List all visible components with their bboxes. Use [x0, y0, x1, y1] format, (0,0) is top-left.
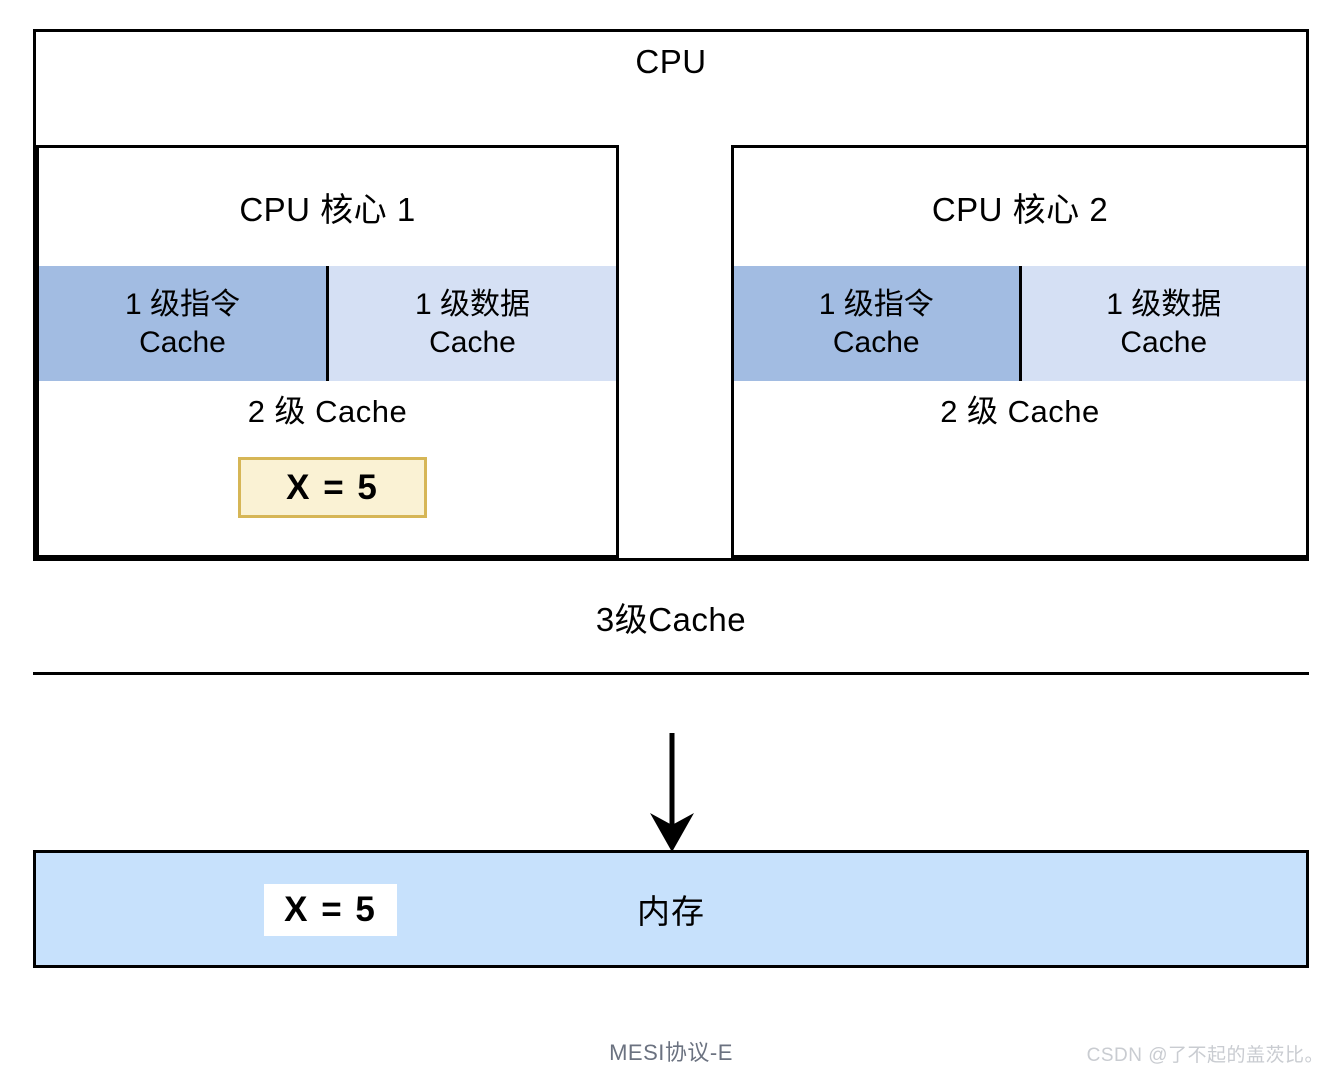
l3-cache-label: 3级Cache: [595, 600, 747, 638]
cpu-core-2: CPU 核心 2 1 级指令 Cache 1 级数据 Cache 2 级 Cac…: [731, 145, 1309, 558]
cpu-core-1-cached-value: X = 5: [286, 467, 379, 507]
cpu-core-2-title: CPU 核心 2: [734, 148, 1306, 269]
cpu-core-2-l1-row: 1 级指令 Cache 1 级数据 Cache: [734, 266, 1306, 384]
cpu-core-2-l2-label: 2 级 Cache: [940, 394, 1100, 429]
l1-data-label-line2: Cache: [1120, 325, 1208, 359]
cpu-core-1-cached-value-box: X = 5: [238, 457, 427, 518]
memory-box: 内存 X = 5: [33, 850, 1309, 968]
l1-data-label-line1: 1 级数据: [414, 287, 531, 321]
l1-instruction-label-line2: Cache: [139, 325, 226, 359]
diagram-caption: MESI协议-E: [609, 1040, 733, 1065]
arrow-down-icon: [650, 733, 694, 852]
memory-value: X = 5: [284, 890, 377, 929]
cpu-core-2-l1-data-cache: 1 级数据 Cache: [1021, 266, 1306, 381]
csdn-watermark: CSDN @了不起的盖茨比。: [1086, 1045, 1324, 1066]
cpu-core-2-l2-cache: 2 级 Cache: [734, 381, 1306, 555]
cpu-core-1-l1-row: 1 级指令 Cache 1 级数据 Cache: [39, 266, 616, 384]
cpu-core-1-l1-data-cache: 1 级数据 Cache: [329, 266, 616, 381]
memory-value-box: X = 5: [264, 884, 397, 936]
l3-cache: 3级Cache: [33, 558, 1309, 675]
cpu-core-1: CPU 核心 1 1 级指令 Cache 1 级数据 Cache 2 级 Cac…: [36, 145, 619, 558]
l1-data-label-line1: 1 级数据: [1106, 287, 1222, 321]
cpu-core-1-title: CPU 核心 1: [39, 148, 616, 269]
cpu-core-1-l2-cache: 2 级 Cache X = 5: [39, 381, 616, 555]
cpu-core-1-l1-instruction-cache: 1 级指令 Cache: [39, 266, 329, 381]
cpu-title: CPU: [635, 43, 707, 80]
cpu-to-memory-arrow: [640, 733, 704, 853]
l1-instruction-label-line2: Cache: [832, 325, 920, 359]
l1-data-label-line2: Cache: [429, 325, 516, 359]
cpu-bus-strip: [33, 675, 1309, 733]
memory-label: 内存: [637, 893, 705, 930]
cpu-core-1-l2-label: 2 级 Cache: [247, 394, 408, 429]
l1-instruction-label-line1: 1 级指令: [124, 287, 241, 321]
cpu-core-2-l1-instruction-cache: 1 级指令 Cache: [734, 266, 1022, 381]
l1-instruction-label-line1: 1 级指令: [818, 287, 934, 321]
